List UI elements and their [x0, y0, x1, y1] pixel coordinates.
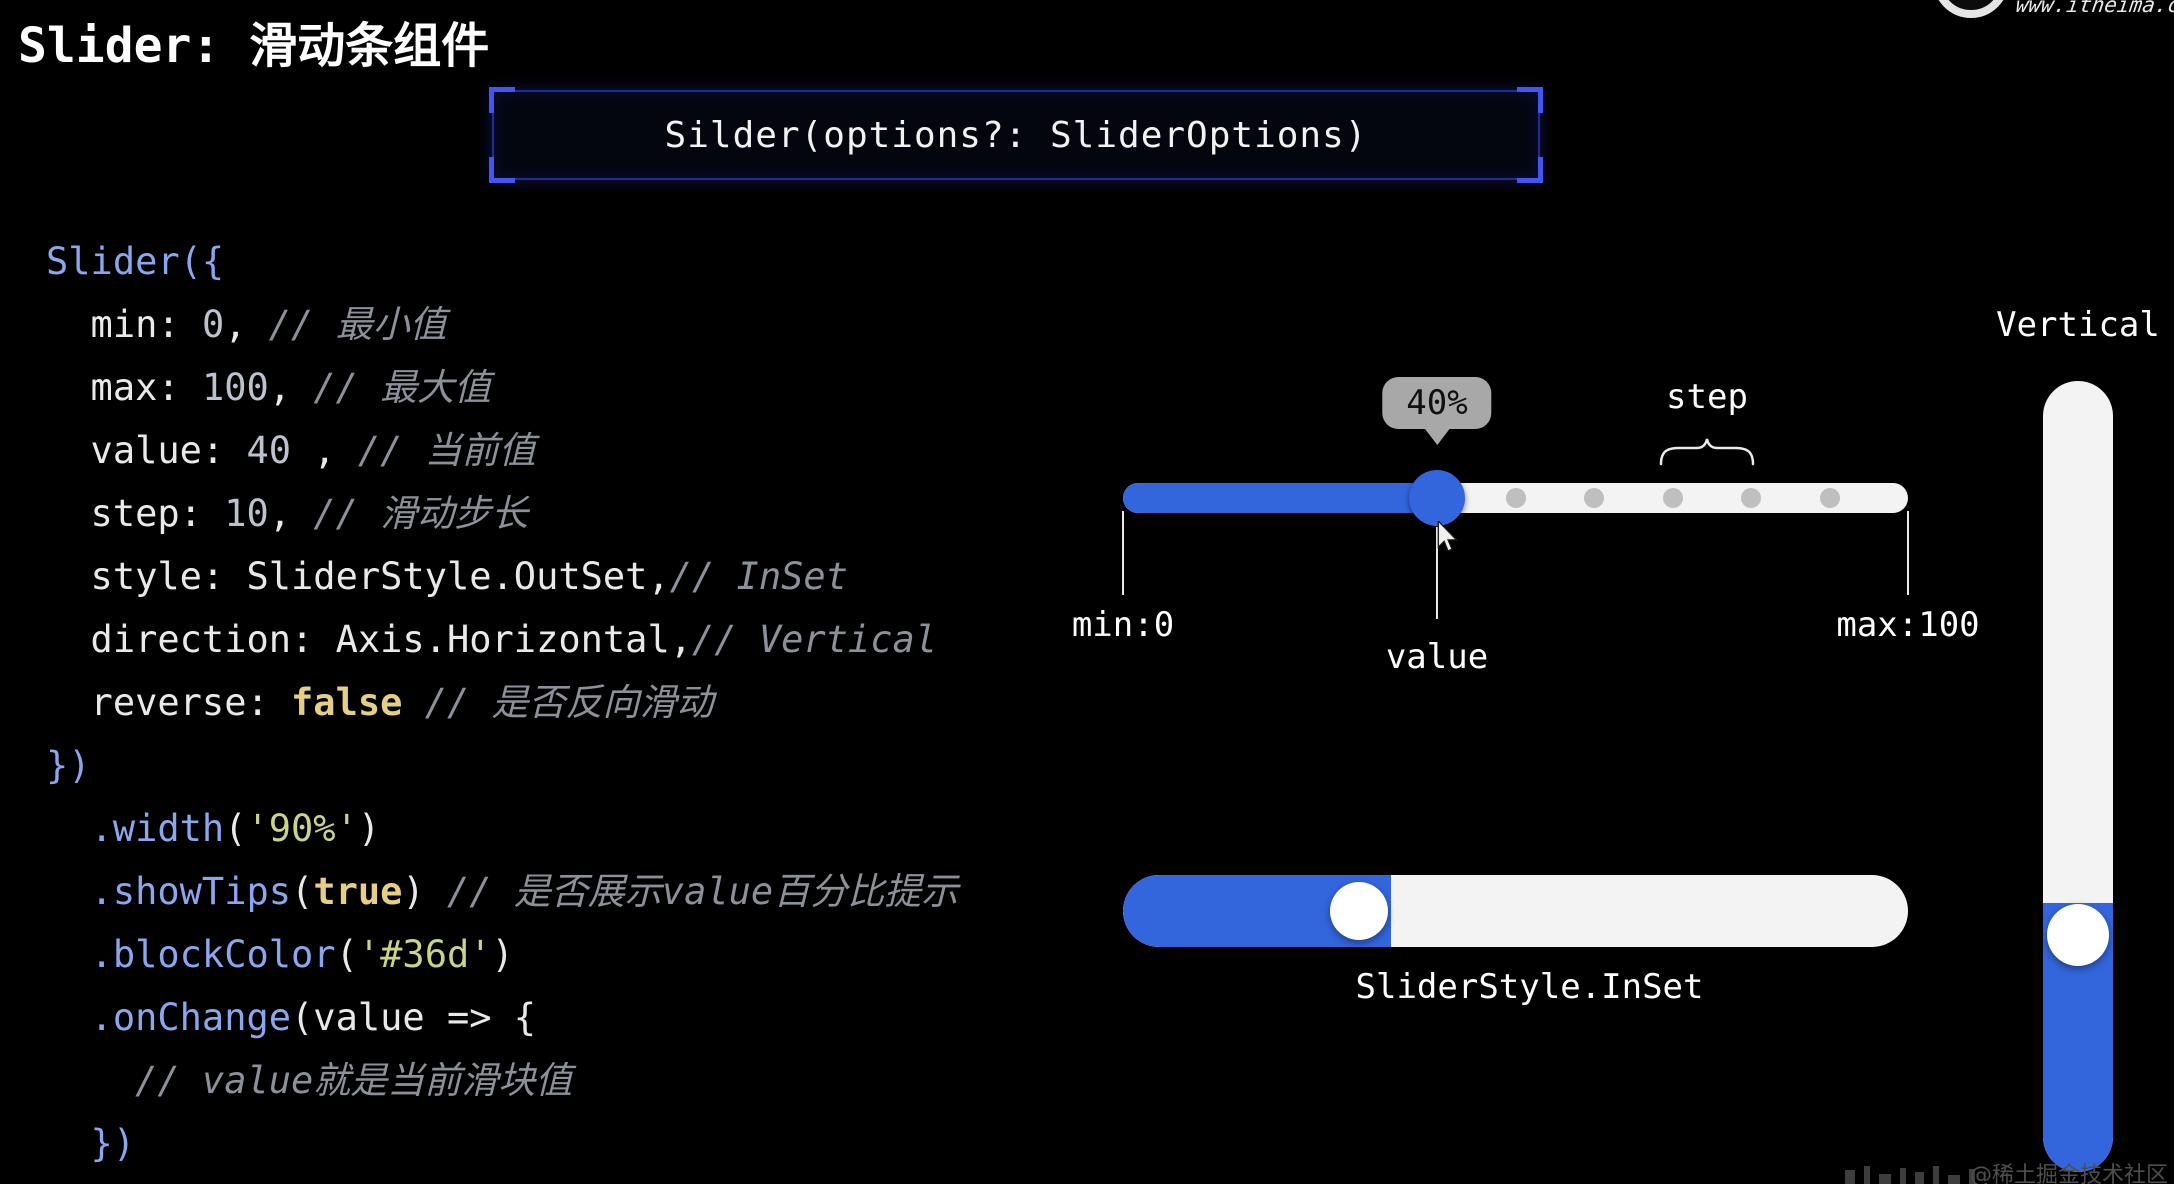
code-token: })	[46, 744, 91, 787]
code-line: // value就是当前滑块值	[46, 1049, 958, 1112]
code-token	[402, 681, 424, 724]
code-token: // 是否展示value百分比提示	[446, 870, 959, 913]
code-token: )	[402, 870, 447, 913]
code-token: // 当前值	[357, 429, 536, 472]
watermark-glyphs	[1845, 1166, 1975, 1184]
code-token: // value就是当前滑块值	[135, 1059, 573, 1102]
step-label: step	[1666, 377, 1748, 417]
code-token: max:	[90, 366, 202, 409]
slider-vertical: Vertical	[1996, 305, 2160, 1172]
code-line: .onChange(value => {	[46, 986, 958, 1049]
value-tooltip: 40%	[1382, 377, 1492, 445]
code-token: .onChange	[90, 996, 292, 1039]
outset-handle[interactable]	[1409, 470, 1465, 526]
page-title: Slider: 滑动条组件	[18, 18, 490, 74]
mouse-cursor-icon	[1437, 521, 1459, 552]
code-line: })	[46, 1112, 958, 1175]
code-token: false	[291, 681, 403, 724]
corner-bracket-icon	[1517, 87, 1543, 113]
code-token: .width	[90, 807, 225, 850]
code-token: (	[291, 870, 314, 913]
slider-outset: 40% step min:0 value max:100	[1072, 377, 1980, 677]
tooltip-bubble: 40%	[1382, 377, 1492, 429]
max-tick	[1907, 511, 1909, 595]
code-token: // 最大值	[313, 366, 492, 409]
vertical-handle[interactable]	[2047, 903, 2109, 966]
tooltip-tail-icon	[1423, 428, 1450, 445]
max-label: max:100	[1836, 605, 1980, 645]
step-dot[interactable]	[1741, 488, 1761, 508]
code-token: )	[357, 807, 381, 850]
juejin-watermark: @稀土掘金技术社区	[1969, 1163, 2168, 1184]
step-dot[interactable]	[1819, 488, 1840, 508]
code-token: .showTips	[90, 870, 292, 913]
code-token: ,	[291, 429, 358, 472]
itheima-logo-icon	[1933, 0, 2009, 18]
corner-bracket-icon	[489, 157, 515, 183]
value-label: value	[1385, 637, 1489, 677]
outset-track[interactable]	[1123, 470, 1908, 526]
min-tick	[1122, 511, 1124, 595]
inset-label: SliderStyle.InSet	[1355, 967, 1704, 1007]
code-line: .blockColor('#36d')	[46, 923, 958, 986]
code-token: 100	[201, 366, 269, 409]
code-token: reverse:	[90, 681, 292, 724]
code-token: value:	[90, 429, 247, 472]
step-brace-icon	[1659, 438, 1755, 466]
code-token: // Vertical	[692, 618, 938, 661]
min-label: min:0	[1071, 605, 1175, 645]
slider-inset: SliderStyle.InSet	[1123, 875, 1908, 1007]
code-line: direction: Axis.Horizontal,// Vertical	[46, 608, 958, 671]
code-line: Slider({	[46, 230, 958, 293]
code-line: min: 0, // 最小值	[46, 293, 958, 356]
code-token: 40	[246, 429, 292, 472]
code-token: 0	[201, 303, 225, 346]
code-line: step: 10, // 滑动步长	[46, 482, 958, 545]
code-token: )	[491, 933, 514, 976]
code-line: style: SliderStyle.OutSet,// InSet	[46, 545, 958, 608]
inset-handle[interactable]	[1329, 882, 1388, 940]
inset-track[interactable]	[1123, 875, 1908, 947]
code-token: true	[313, 870, 403, 913]
code-line: max: 100, // 最大值	[46, 356, 958, 419]
step-dot[interactable]	[1505, 488, 1526, 508]
code-token: min:	[90, 303, 202, 346]
code-token: ,	[268, 492, 314, 535]
code-token: '90%'	[246, 807, 358, 850]
code-token: style: SliderStyle.OutSet,	[90, 555, 670, 598]
value-tick	[1436, 527, 1438, 619]
code-token: // 最小值	[268, 303, 447, 346]
code-token: direction: Axis.Horizontal,	[90, 618, 692, 661]
code-token: step:	[90, 492, 225, 535]
code-line: .width('90%')	[46, 797, 958, 860]
code-line: reverse: false // 是否反向滑动	[46, 671, 958, 734]
code-token: // 滑动步长	[313, 492, 529, 535]
code-token: '#36d'	[357, 933, 492, 976]
code-token: 10	[224, 492, 269, 535]
corner-bracket-icon	[489, 87, 515, 113]
code-token: (	[335, 933, 358, 976]
code-line: value: 40 , // 当前值	[46, 419, 958, 482]
code-token: Slider({	[46, 240, 225, 283]
step-dot[interactable]	[1584, 488, 1604, 508]
code-token: ,	[268, 366, 314, 409]
code-line: })	[46, 734, 958, 797]
code-token: .blockColor	[90, 933, 336, 976]
corner-bracket-icon	[1517, 157, 1543, 183]
code-token: (value => {	[291, 996, 537, 1039]
vertical-track[interactable]	[2043, 381, 2113, 1172]
code-token: (	[224, 807, 247, 850]
signature-box: Silder(options?: SliderOptions)	[489, 87, 1543, 183]
code-token: // InSet	[669, 555, 848, 598]
code-token: // 是否反向滑动	[424, 681, 714, 724]
code-token: })	[90, 1122, 136, 1165]
code-token: ,	[224, 303, 269, 346]
code-line: .showTips(true) // 是否展示value百分比提示	[46, 860, 959, 923]
itheima-url: www.itheima.co	[2014, 0, 2174, 17]
outset-fill	[1123, 483, 1437, 513]
signature-text: Silder(options?: SliderOptions)	[664, 114, 1368, 156]
step-dot[interactable]	[1662, 488, 1683, 508]
vertical-label: Vertical	[1996, 305, 2160, 345]
